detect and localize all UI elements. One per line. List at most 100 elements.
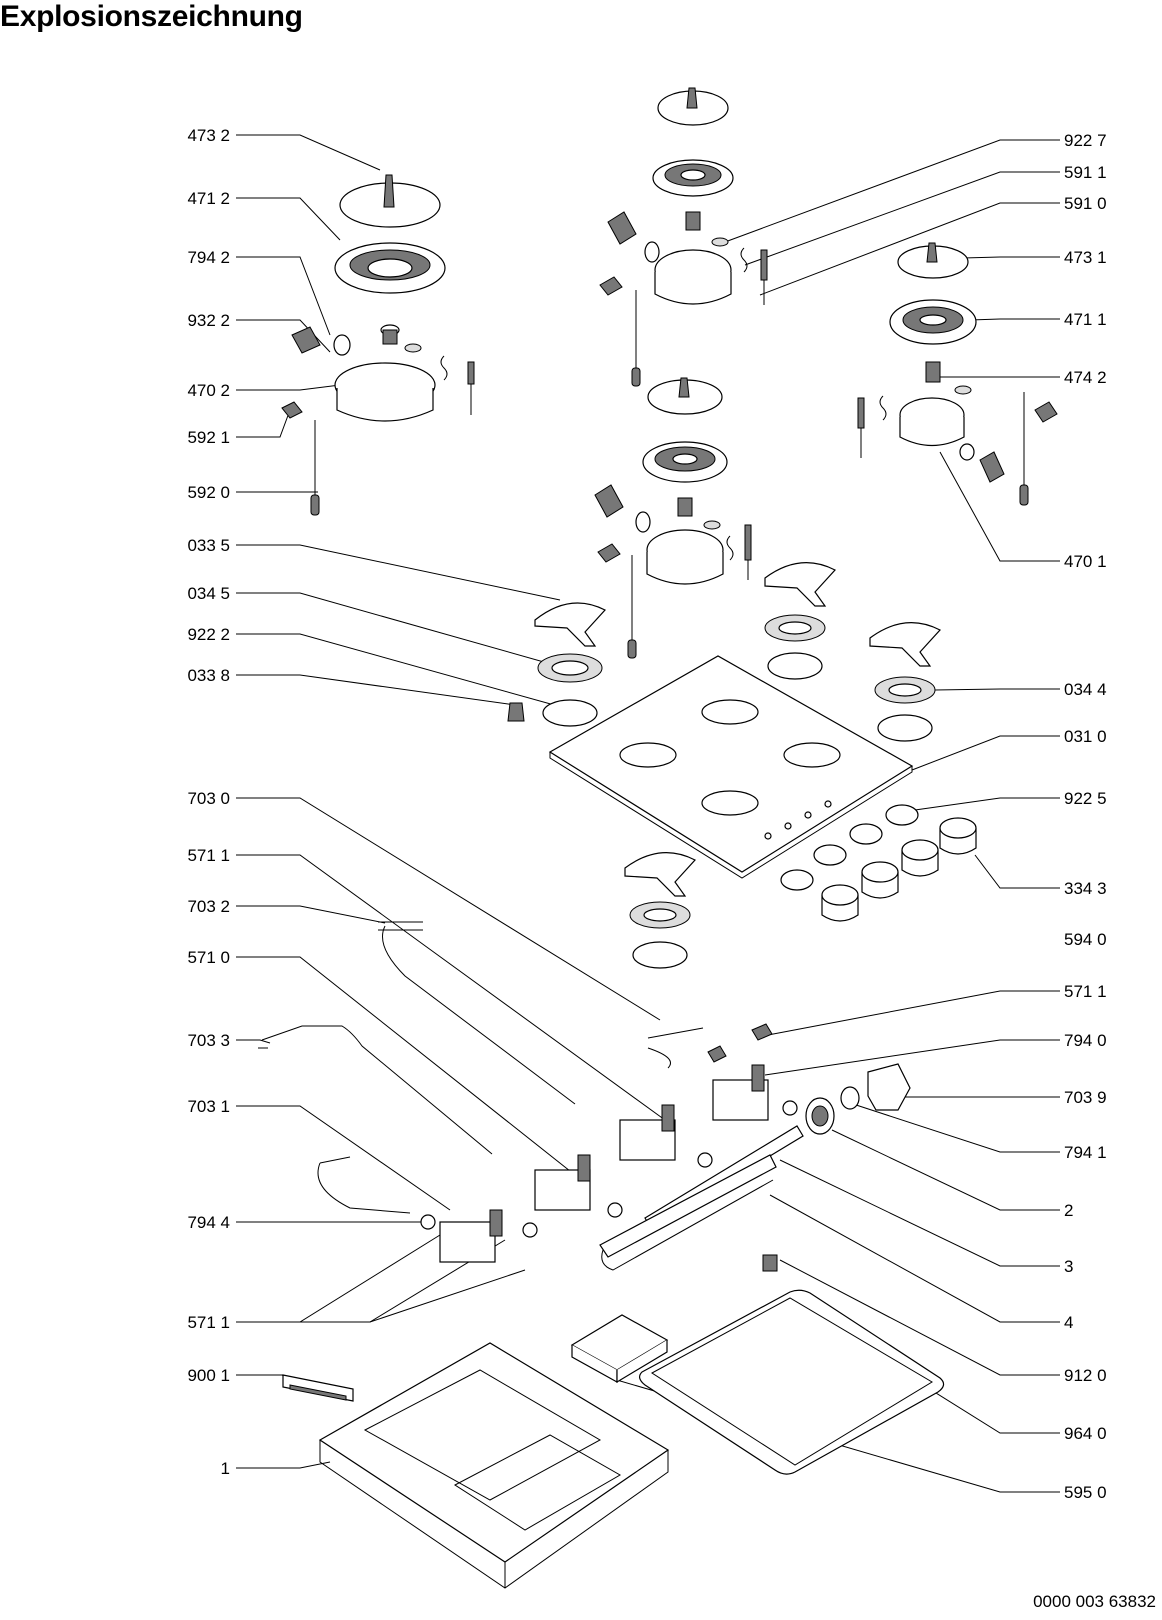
document-number: 0000 003 63832 xyxy=(1033,1592,1156,1611)
part-label-right: 474 2 xyxy=(1064,368,1107,387)
part-labels-left: 473 2 471 2 794 2 932 2 470 2 592 1 592 0 033 5… xyxy=(187,126,666,1478)
part-label-right: 591 0 xyxy=(1064,194,1107,213)
burner-middle-top xyxy=(599,87,768,387)
leader-line xyxy=(236,956,576,1176)
leader-line xyxy=(236,592,566,669)
part-labels-right: 922 7 591 1 591 0 473 1 471 1 474 2 470 1 034 4… xyxy=(609,131,1107,1502)
burner-left xyxy=(281,174,475,516)
gasket xyxy=(639,1289,945,1475)
part-label-left: 571 1 xyxy=(187,1313,230,1332)
control-knobs xyxy=(780,804,977,922)
part-label-left: 471 2 xyxy=(187,189,230,208)
control-box xyxy=(570,1314,669,1384)
part-label-right: 3 xyxy=(1064,1257,1073,1276)
part-label-left: 571 1 xyxy=(187,846,230,865)
leader-line xyxy=(236,854,666,1121)
leader-line xyxy=(236,1039,271,1044)
gas-pipes xyxy=(258,921,704,1214)
part-label-right: 334 3 xyxy=(1064,879,1107,898)
part-label-right: 473 1 xyxy=(1064,248,1107,267)
leader-line xyxy=(849,1102,1060,1153)
leader-line xyxy=(236,134,381,171)
part-label-right: 703 9 xyxy=(1064,1088,1107,1107)
leader-line xyxy=(236,197,341,241)
part-label-left: 703 2 xyxy=(187,897,230,916)
leader-line xyxy=(759,202,1060,296)
leader-line xyxy=(914,797,1060,811)
leader-line xyxy=(236,1105,451,1211)
screw xyxy=(762,1254,778,1272)
part-label-left: 033 8 xyxy=(187,666,230,685)
leader-line xyxy=(724,139,1060,243)
leader-line xyxy=(236,674,516,706)
gas-valves xyxy=(420,1064,798,1263)
leader-line xyxy=(974,854,1060,889)
part-label-right: 571 1 xyxy=(1064,982,1107,1001)
part-label-right: 922 7 xyxy=(1064,131,1107,150)
leader-line xyxy=(969,318,1060,321)
small-parts xyxy=(707,1023,773,1063)
leader-line xyxy=(236,256,331,336)
part-label-left: 900 1 xyxy=(187,1366,230,1385)
part-label-left: 1 xyxy=(221,1459,230,1478)
part-label-left: 794 2 xyxy=(187,248,230,267)
leader-line xyxy=(744,171,1060,266)
part-label-right: 4 xyxy=(1064,1313,1073,1332)
leader-line xyxy=(236,409,291,438)
burner-middle-lower xyxy=(594,377,752,659)
leader-line xyxy=(919,1382,1060,1434)
part-label-right: 922 5 xyxy=(1064,789,1107,808)
leader-line xyxy=(764,1039,1060,1076)
part-label-right: 794 1 xyxy=(1064,1143,1107,1162)
page-title: Explosionszeichnung xyxy=(0,0,303,33)
part-label-left: 703 0 xyxy=(187,789,230,808)
leader-line xyxy=(236,544,561,601)
part-label-right: 591 1 xyxy=(1064,163,1107,182)
leader-line xyxy=(779,1259,1060,1376)
leader-line xyxy=(236,319,331,353)
part-label-left: 473 2 xyxy=(187,126,230,145)
pan-supports xyxy=(507,562,941,969)
leader-line xyxy=(767,990,1060,1036)
part-label-left: 592 0 xyxy=(187,483,230,502)
leader-line xyxy=(934,688,1060,691)
gas-rail xyxy=(599,1063,911,1271)
leader-line xyxy=(236,1269,526,1323)
leader-line xyxy=(236,905,386,924)
leader-line xyxy=(236,384,341,391)
leader-line xyxy=(236,1461,331,1469)
part-label-left: 470 2 xyxy=(187,381,230,400)
burner-right xyxy=(857,242,1058,506)
leader-line xyxy=(769,1194,1060,1323)
part-label-right: 912 0 xyxy=(1064,1366,1107,1385)
base-tray xyxy=(318,1342,670,1589)
leader-line xyxy=(779,1159,1060,1267)
leader-line xyxy=(939,451,1060,562)
leader-line xyxy=(911,735,1060,771)
part-label-left: 922 2 xyxy=(187,625,230,644)
part-label-left: 592 1 xyxy=(187,428,230,447)
part-label-right: 964 0 xyxy=(1064,1424,1107,1443)
part-label-right: 034 4 xyxy=(1064,680,1107,699)
part-label-right: 471 1 xyxy=(1064,310,1107,329)
leader-line xyxy=(236,633,566,709)
glass-cooktop xyxy=(548,655,914,879)
part-label-left: 794 4 xyxy=(187,1213,230,1232)
part-label-right: 594 0 xyxy=(1064,930,1107,949)
part-label-right: 470 1 xyxy=(1064,552,1107,571)
part-label-right: 031 0 xyxy=(1064,727,1107,746)
part-label-left: 034 5 xyxy=(187,584,230,603)
leader-line xyxy=(962,256,1060,259)
part-label-left: 703 1 xyxy=(187,1097,230,1116)
leader-line xyxy=(236,797,661,1021)
part-label-left: 703 3 xyxy=(187,1031,230,1050)
part-label-right: 2 xyxy=(1064,1201,1073,1220)
part-label-left: 571 0 xyxy=(187,948,230,967)
leader-line xyxy=(831,1129,1060,1211)
mounting-bracket xyxy=(282,1374,354,1402)
part-label-right: 595 0 xyxy=(1064,1483,1107,1502)
part-label-left: 033 5 xyxy=(187,536,230,555)
part-label-right: 794 0 xyxy=(1064,1031,1107,1050)
part-label-left: 932 2 xyxy=(187,311,230,330)
